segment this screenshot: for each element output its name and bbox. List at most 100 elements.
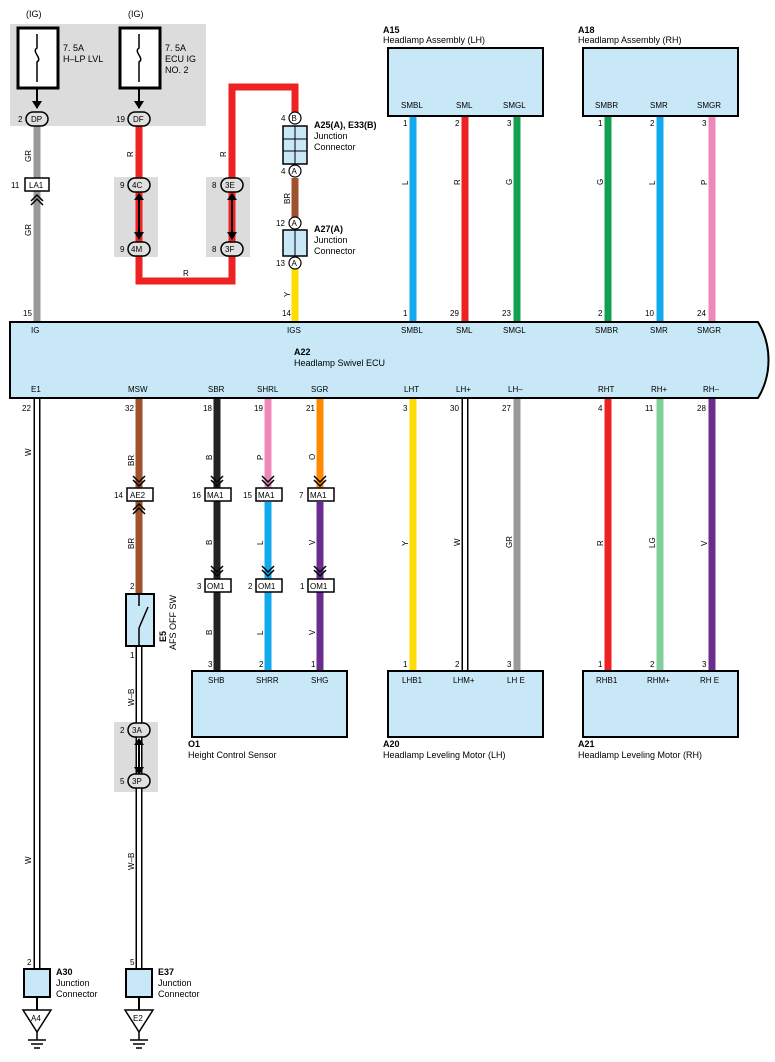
fuse-name-line2: NO. 2 <box>165 65 189 75</box>
connector-ma1-pin: 15 <box>243 491 252 500</box>
fuse-icon <box>136 34 142 82</box>
component-box <box>582 47 739 117</box>
pin-number: 3 <box>208 660 213 669</box>
connector-ae2-pin: 14 <box>114 491 123 500</box>
ecu-pin-number: 29 <box>450 309 459 318</box>
connector-3f-label: 3F <box>225 245 234 254</box>
junction-letter-b-circle <box>288 111 302 125</box>
terminal-label: SHG <box>311 676 328 685</box>
ecu-terminal-msw: MSW <box>128 385 148 394</box>
ecu-bottom-pin: 21 <box>306 404 315 413</box>
connector-3f-pin: 8 <box>212 245 217 254</box>
ecu-pin-number: 10 <box>645 309 654 318</box>
wire-label-gr: GR <box>24 150 33 162</box>
chevron-up-icon <box>30 193 44 206</box>
ground-triangle <box>21 1009 53 1034</box>
wire-label-wb: W–B <box>127 689 136 706</box>
terminal-label: LH E <box>507 676 525 685</box>
wire-label-r: R <box>596 540 605 546</box>
fuse-icon <box>34 34 40 82</box>
wire-label-v: V <box>308 629 317 635</box>
connector-4c <box>127 177 151 193</box>
junction-desc-1: Junction <box>56 978 90 988</box>
pin-number: 1 <box>598 119 603 128</box>
ecu-bottom-pin: 19 <box>254 404 263 413</box>
component-box <box>387 670 544 738</box>
terminal-label: SMR <box>650 101 668 110</box>
connector-4c-label: 4C <box>132 181 142 190</box>
connector-3f <box>220 241 244 257</box>
pin-number: 2 <box>650 660 655 669</box>
ecu-bottom-pin: 27 <box>502 404 511 413</box>
fuse-rating: 7. 5A <box>63 43 84 53</box>
pin-number: 1 <box>403 119 408 128</box>
junction-desc-2: Connector <box>314 142 356 152</box>
chevron-down-icon <box>210 475 224 488</box>
connector-om1-box <box>307 578 335 593</box>
connector-4m-label: 4M <box>131 245 142 254</box>
connector-om1-label: OM1 <box>258 582 276 591</box>
connector-ma1-pin: 7 <box>299 491 304 500</box>
arrow-up-icon <box>134 193 144 200</box>
ecu-box <box>9 321 770 399</box>
wire-label-br: BR <box>127 538 136 549</box>
connector-dp <box>25 111 49 127</box>
connector-3a-label: 3A <box>132 726 142 735</box>
junction-box <box>125 968 153 998</box>
component-box <box>387 47 544 117</box>
terminal-label: SHB <box>208 676 224 685</box>
connector-3e-3f: R 3E 8 3F 8 <box>212 151 244 257</box>
component-id: A21 <box>578 739 595 749</box>
ecu-terminal-igs: IGS <box>287 326 301 335</box>
switch-name: AFS OFF SW <box>168 594 178 650</box>
connector-3p <box>127 773 151 789</box>
junction-pin-bot: 13 <box>276 259 285 268</box>
connector-3a <box>127 722 151 738</box>
connector-ma1-label: MA1 <box>310 491 327 500</box>
pin-number: 2 <box>259 660 264 669</box>
fuse-name: H–LP LVL <box>63 54 103 64</box>
connector-om1-box <box>204 578 232 593</box>
ecu-top-pin: 14 <box>282 309 291 318</box>
ecu-bottom-pin: 18 <box>203 404 212 413</box>
junction-desc-1: Junction <box>314 235 348 245</box>
wire-label-lg: LG <box>648 537 657 548</box>
arrow-up-icon <box>134 738 144 745</box>
connector-om1-pin: 3 <box>197 582 202 591</box>
junction-title: A30 <box>56 967 73 977</box>
junction-title: A27(A) <box>314 224 343 234</box>
junction-a30-ground-a4: 2 A30 Junction Connector A4 <box>21 958 98 1049</box>
ecu-terminal-sgr: SGR <box>311 385 329 394</box>
connector-om1-pin: 2 <box>248 582 253 591</box>
fuse-ig-label: (IG) <box>128 9 144 19</box>
junction-pin: 2 <box>27 958 32 967</box>
chevron-up-icon <box>132 502 146 515</box>
chevron-down-icon <box>261 565 275 578</box>
chevron-down-icon <box>313 565 327 578</box>
pin-number: 2 <box>455 660 460 669</box>
wire-label-p: P <box>256 455 265 460</box>
ecu-terminal-smgr: SMGR <box>697 326 721 335</box>
wire-label-r: R <box>219 151 228 157</box>
connector-4c-pin: 9 <box>120 181 125 190</box>
pin-number: 2 <box>455 119 460 128</box>
pin-number: 1 <box>403 660 408 669</box>
wire-color-label: P <box>700 180 709 185</box>
wire-label-y: Y <box>401 540 410 546</box>
wire-label-b: B <box>205 630 214 635</box>
junction-title: A25(A), E33(B) <box>314 120 377 130</box>
ecu-terminal-e1: E1 <box>31 385 41 394</box>
connector-3e-label: 3E <box>225 181 235 190</box>
arrow-down-icon <box>32 101 42 109</box>
component-id: A20 <box>383 739 400 749</box>
component-a18: A18 Headlamp Assembly (RH) SMBR SMR SMGR… <box>578 25 739 318</box>
connector-ae2-label: AE2 <box>130 491 146 500</box>
connector-om1-label: OM1 <box>207 582 225 591</box>
ecu-terminal-shrl: SHRL <box>257 385 279 394</box>
arrow-down-icon <box>227 232 237 240</box>
junction-letter: A <box>292 259 298 268</box>
connectors-om1: OM1 3 OM1 2 OM1 1 <box>197 565 335 593</box>
connector-la1-pin: 11 <box>11 181 20 190</box>
connector-df <box>127 111 151 127</box>
